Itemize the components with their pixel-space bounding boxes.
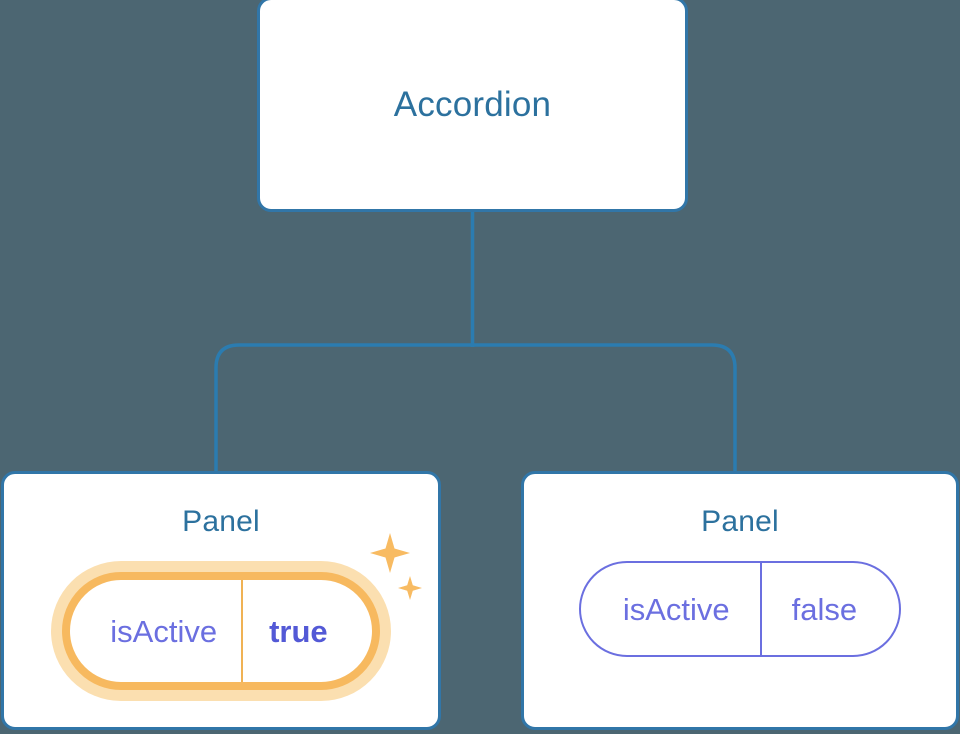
prop-pill-wrap[interactable]: isActive false <box>578 561 902 657</box>
prop-key: isActive <box>622 591 730 627</box>
connector-branch-bus <box>214 343 737 472</box>
node-title: Accordion <box>393 85 552 124</box>
prop-value: false <box>759 563 899 655</box>
node-panel-1[interactable]: Panel isActive false <box>521 471 959 730</box>
node-panel-0[interactable]: Panel isActive true <box>1 471 441 730</box>
sparkle-small-icon <box>397 576 422 600</box>
prop-value: true <box>241 580 372 682</box>
prop-key: isActive <box>110 613 218 649</box>
prop-pill-highlighted[interactable]: isActive true <box>51 533 422 701</box>
prop-pill[interactable]: isActive false <box>578 561 902 657</box>
node-accordion[interactable]: Accordion <box>257 0 688 212</box>
sparkle-large-icon <box>369 533 410 573</box>
prop-pill[interactable]: isActive true <box>62 572 380 690</box>
node-title: Panel <box>701 505 779 538</box>
sparkles-group <box>369 533 422 600</box>
node-title: Panel <box>182 505 260 538</box>
